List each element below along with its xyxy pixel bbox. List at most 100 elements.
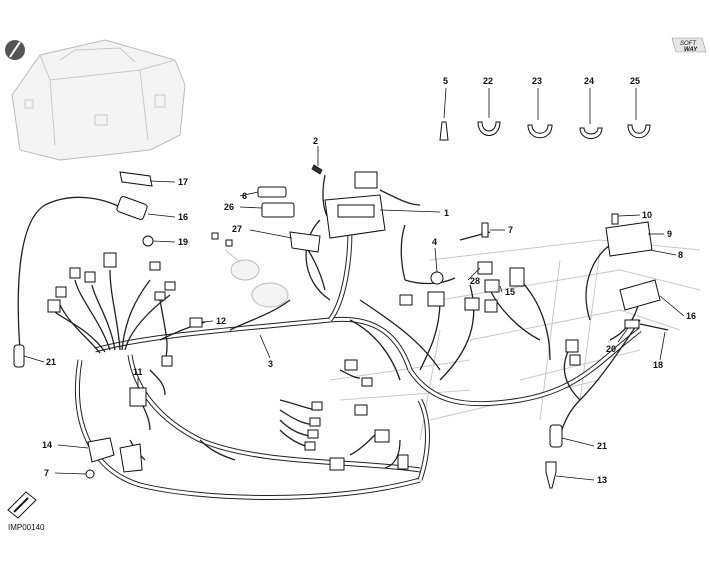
pen-circle-icon	[5, 40, 25, 60]
thin-wires	[17, 174, 641, 469]
relay-28	[477, 261, 493, 275]
ignition-coil-right	[619, 279, 661, 311]
callout-21-right: 21	[597, 441, 607, 451]
callout-16-right: 16	[686, 311, 696, 321]
connector-12	[189, 317, 203, 328]
callout-16-left: 16	[178, 212, 188, 222]
connector	[47, 299, 61, 313]
callout-17: 17	[178, 177, 188, 187]
brand-mark-line2: WAY	[684, 47, 698, 53]
connector	[361, 377, 373, 387]
leader-lines	[23, 87, 685, 481]
sensor-21-right	[549, 424, 563, 448]
spark-plug-13	[545, 461, 557, 489]
pin	[225, 239, 233, 247]
sensor-20	[624, 319, 640, 329]
switch-11	[129, 387, 147, 407]
screw-10	[611, 213, 619, 225]
callout-1: 1	[444, 208, 449, 218]
callout-23: 23	[532, 76, 542, 86]
callout-25: 25	[630, 76, 640, 86]
screw-7	[85, 469, 95, 479]
ghost-bulb-parts	[224, 249, 289, 308]
regulator-8	[605, 221, 653, 257]
connector	[149, 261, 161, 271]
relay	[464, 297, 480, 311]
callout-6: 6	[242, 191, 247, 201]
connector	[569, 354, 581, 366]
grommet-19	[142, 235, 154, 247]
connector-27	[289, 231, 321, 253]
sensor-21-left	[13, 344, 25, 368]
terminal-5	[439, 121, 449, 141]
components	[13, 164, 669, 489]
relay	[354, 171, 378, 189]
drawing-code: IMP00140	[8, 523, 45, 532]
connector	[307, 429, 319, 439]
callout-24: 24	[584, 76, 594, 86]
pin	[211, 232, 219, 240]
relay-15	[484, 279, 500, 293]
bolt-18	[639, 323, 669, 331]
callout-19: 19	[178, 237, 188, 247]
connector	[55, 286, 67, 298]
connector	[309, 417, 321, 427]
callout-22: 22	[483, 76, 493, 86]
bracket-17	[119, 171, 153, 187]
connector-housing	[119, 443, 143, 473]
callout-7-left: 7	[44, 468, 49, 478]
callout-18: 18	[653, 360, 663, 370]
fuse-box-lid	[337, 204, 375, 218]
brand-mark-line1: SOFT	[680, 41, 697, 47]
callout-26: 26	[224, 202, 234, 212]
callout-4: 4	[432, 237, 437, 247]
callout-3: 3	[268, 359, 273, 369]
callout-13: 13	[597, 475, 607, 485]
ignition-coil-left	[116, 196, 148, 220]
front-direction-arrow-icon	[7, 491, 37, 519]
clips-row	[439, 121, 651, 141]
callout-8: 8	[678, 250, 683, 260]
connector	[161, 355, 173, 367]
connector	[397, 454, 409, 470]
connector	[399, 294, 413, 306]
battery-cover-ghost	[11, 39, 186, 161]
connector	[154, 291, 166, 301]
clip-25	[627, 124, 651, 139]
callout-20: 20	[606, 344, 616, 354]
callout-21-left: 21	[46, 357, 56, 367]
callout-27: 27	[232, 224, 242, 234]
callout-2: 2	[313, 136, 318, 146]
connector	[103, 252, 117, 268]
relay	[484, 299, 498, 313]
connector	[69, 267, 81, 279]
connector	[311, 401, 323, 411]
callout-5: 5	[443, 76, 448, 86]
callout-10: 10	[642, 210, 652, 220]
connector	[374, 429, 390, 443]
callout-28: 28	[470, 276, 480, 286]
callout-14: 14	[42, 440, 52, 450]
callout-11: 11	[133, 367, 143, 377]
connector	[344, 359, 358, 371]
fuse-6	[257, 186, 287, 198]
connector-14	[87, 437, 115, 463]
clip-22	[477, 121, 501, 136]
clip-23	[527, 124, 553, 139]
callout-15: 15	[505, 287, 515, 297]
connector-4	[427, 291, 445, 307]
fuse-26	[261, 202, 295, 218]
connector	[509, 267, 525, 287]
callout-9: 9	[667, 229, 672, 239]
bulb-4	[430, 271, 444, 285]
bolt-7	[481, 222, 489, 238]
connector	[354, 404, 368, 416]
connector	[164, 281, 176, 291]
brand-mark: SOFT WAY	[671, 37, 707, 53]
callout-7-right: 7	[508, 225, 513, 235]
callout-12: 12	[216, 316, 226, 326]
main-harness	[75, 229, 642, 500]
connector	[304, 441, 316, 451]
screw-2	[311, 164, 323, 175]
